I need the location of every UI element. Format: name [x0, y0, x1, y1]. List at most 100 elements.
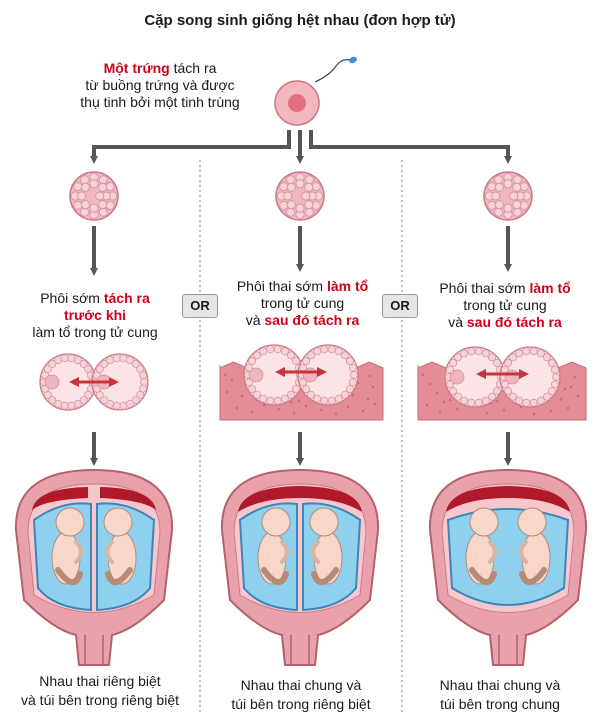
early-embryo-1 — [69, 171, 119, 221]
tissue-speck — [502, 408, 506, 412]
tissue-speck — [368, 374, 372, 378]
highlight-text: sau đó tách ra — [466, 314, 562, 330]
early-embryo-2 — [275, 171, 325, 221]
blastocyst-cell — [266, 396, 275, 405]
desc-text: và — [448, 314, 467, 330]
blastocyst-cell — [119, 401, 128, 410]
fetus-head — [309, 507, 339, 537]
blastocyst-cell — [350, 371, 358, 379]
embryo-outline — [275, 171, 325, 221]
tissue-speck — [563, 387, 567, 391]
blastocyst-cell — [474, 347, 483, 356]
desc-text: và — [245, 312, 265, 328]
desc-text: trong tử cung — [463, 297, 547, 313]
embryo-cell — [89, 179, 99, 189]
blastocyst-cell — [313, 347, 322, 356]
blastocyst-cell — [74, 356, 82, 365]
blastocyst-cell — [84, 391, 93, 399]
blastocyst-cell — [515, 349, 524, 358]
blastocyst-cell — [54, 399, 62, 408]
blastocyst-cell — [131, 396, 140, 405]
tissue-speck — [225, 390, 229, 394]
fetus-head — [103, 507, 133, 537]
embryo-cell — [98, 200, 108, 210]
tissue-speck — [373, 402, 377, 406]
placenta-shared — [446, 486, 570, 512]
column-1-desc-line: trước khi — [10, 307, 180, 324]
blastocyst-cell — [454, 392, 462, 401]
embryo-cell — [304, 175, 314, 185]
tissue-speck — [235, 406, 239, 410]
embryo-cell — [304, 200, 314, 210]
embryo-cell — [286, 182, 296, 192]
blastocyst-cell — [112, 354, 121, 363]
fetus-arm — [74, 540, 83, 564]
embryo-cell — [494, 207, 504, 217]
tissue-speck — [455, 407, 459, 411]
blastocyst-cell — [536, 349, 545, 358]
blastocyst-cell — [119, 354, 128, 363]
tissue-speck — [304, 404, 308, 408]
blastocyst-cell — [334, 394, 343, 403]
blastocyst-cell — [536, 396, 545, 405]
embryo-cell — [503, 203, 513, 213]
blastocyst-cell — [43, 365, 52, 373]
tissue-speck — [371, 385, 375, 389]
blastocyst-cell — [509, 353, 517, 362]
blastocyst-cell — [460, 396, 469, 405]
tissue-speck — [421, 373, 425, 377]
blastocyst-cell — [48, 396, 57, 405]
fetus-leg — [469, 567, 497, 585]
blastocyst-cell — [467, 347, 476, 356]
embryo-cell — [487, 200, 497, 210]
blastocyst-cell — [273, 396, 282, 405]
highlight-text: làm tổ — [529, 280, 571, 296]
intro-text: Một trứng tách ra từ buồng trứng và được… — [40, 60, 280, 111]
blastocyst-cell — [488, 353, 496, 362]
embryo-cell — [77, 191, 87, 201]
embryo-cell — [105, 200, 115, 210]
blastocyst-cell — [302, 356, 311, 365]
blastocyst-cell — [467, 398, 476, 407]
embryo-cell — [279, 182, 289, 192]
tissue-speck — [425, 403, 429, 407]
column-3-caption-line1: Nhau thai chung và — [439, 677, 561, 693]
branch-arrow-right — [309, 130, 512, 164]
tissue-speck — [435, 391, 439, 395]
fetus-left — [465, 507, 499, 585]
fetus-head — [517, 507, 547, 537]
embryo-cell — [494, 175, 504, 185]
tissue-speck — [428, 382, 432, 386]
blastocyst-cell — [273, 345, 282, 354]
blastocyst-cell — [253, 351, 261, 360]
embryo-cell — [286, 175, 296, 185]
tissue-speck — [366, 397, 370, 401]
fetus-leg — [311, 567, 339, 585]
column-2-caption-line1: Nhau thai chung và — [240, 677, 362, 693]
embryo-outline — [483, 171, 533, 221]
tissue-speck — [569, 385, 573, 389]
intro-line1: tách ra — [169, 60, 217, 76]
highlight-text: trước khi — [63, 307, 127, 323]
blastocyst-cell — [550, 380, 559, 389]
blastocyst-cell — [334, 347, 343, 356]
blastocyst-cell — [106, 399, 114, 408]
intro-line2: từ buồng trứng và được — [85, 77, 235, 93]
fetus-arm — [311, 540, 320, 564]
blastocyst-cell — [543, 353, 551, 362]
diagram-title: Cặp song sinh giống hệt nhau (đơn hợp tử… — [144, 12, 456, 29]
blastocyst-cell — [126, 356, 134, 365]
blastocyst-cell — [550, 365, 559, 374]
fetus-leg — [261, 567, 289, 585]
blastocyst-cell — [60, 401, 69, 410]
blastocyst-col3-left — [444, 346, 506, 408]
blastocyst-cell — [345, 385, 354, 394]
tissue-speck — [576, 394, 580, 398]
tissue-speck — [573, 375, 577, 379]
embryo-cell — [494, 182, 504, 192]
embryo-cell — [105, 182, 115, 192]
tissue-speck — [442, 400, 446, 404]
blastocyst-cell — [280, 394, 289, 403]
embryo-cell — [494, 200, 504, 210]
embryo-cell — [512, 175, 522, 185]
